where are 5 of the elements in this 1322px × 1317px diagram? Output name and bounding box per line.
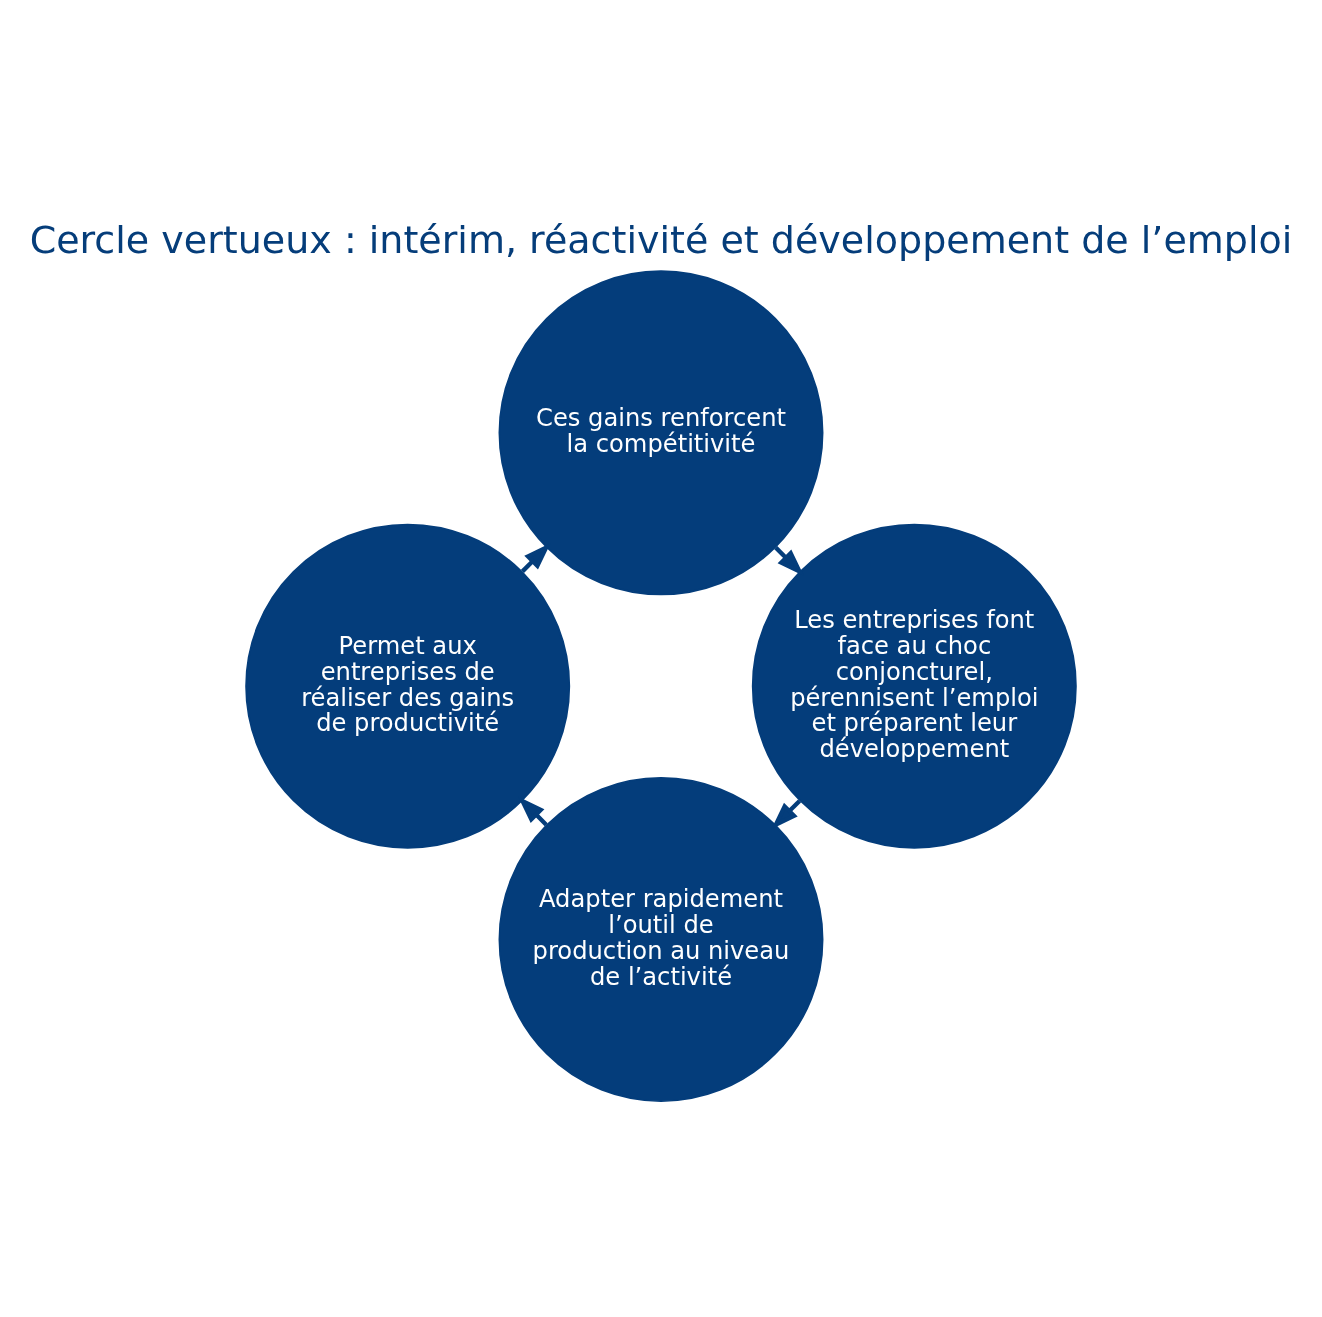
node-circle: Permet aux entreprises de réaliser des gains de productivité bbox=[245, 523, 571, 849]
diagram-title: Cercle vertueux : intérim, réactivité et développement de l’emploi bbox=[29, 218, 1293, 263]
node-circle: Les entreprises font face au choc conjoncturel, pérennisent l’emploi et préparent leur développement bbox=[751, 523, 1077, 849]
node-circle: Ces gains renforcent la compétitivité bbox=[498, 270, 824, 596]
node-circle: Adapter rapidement l’outil de production au niveau de l’activité bbox=[498, 777, 824, 1102]
